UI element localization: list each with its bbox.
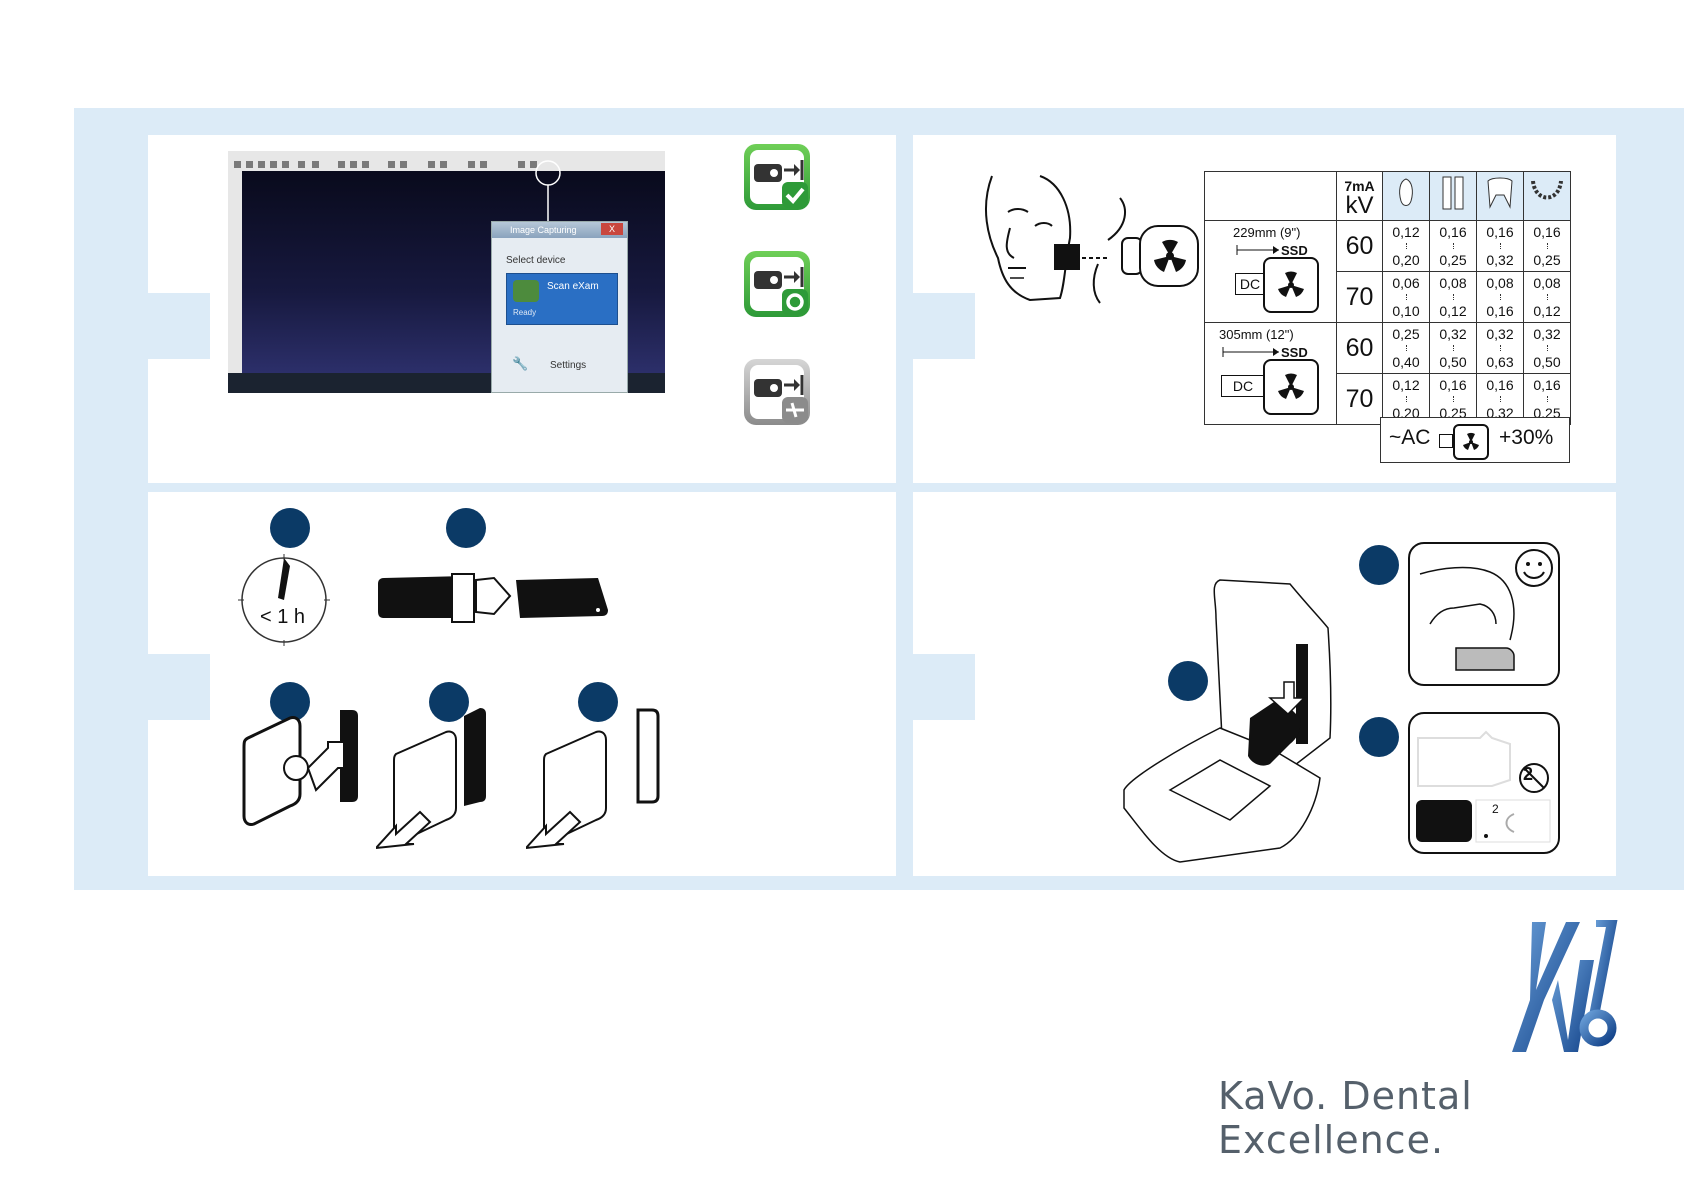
bitewing-icon: [1523, 171, 1571, 221]
panel-tab-3-overlay: [148, 654, 210, 720]
distance-cell-229: 229mm (9") SSD DC: [1204, 220, 1337, 323]
plate-into-cover-illustration: [242, 710, 358, 826]
plate-discard-illustration: [526, 708, 660, 850]
clock-icon: [238, 554, 330, 646]
wrench-icon: 🔧: [512, 356, 529, 371]
current-label: 7mA: [1344, 178, 1375, 194]
scanner-ready-icon: [744, 144, 810, 210]
kavo-logo: [1512, 920, 1618, 1052]
premolar-icon: [1429, 171, 1477, 221]
table-corner: [1204, 171, 1337, 221]
incisor-icon: [1382, 171, 1430, 221]
generator-label: DC: [1221, 375, 1265, 397]
menu-toolbar: [228, 151, 665, 172]
panel-tab-4-overlay: [913, 654, 975, 720]
distance-label: 305mm (12"): [1219, 327, 1294, 342]
software-screenshot: Image Capturing X Select device Scan eXa…: [228, 151, 665, 393]
molar-icon: [1476, 171, 1524, 221]
scanner-disconnected-icon: [744, 359, 810, 425]
image-capturing-dialog: Image Capturing X Select device Scan eXa…: [491, 221, 628, 393]
step-circle: [1359, 717, 1399, 757]
xray-source-icon: [1263, 257, 1319, 313]
ac-adjustment-box: ~AC +30%: [1380, 417, 1570, 463]
step-circle: [1359, 545, 1399, 585]
step-circle: [446, 508, 486, 548]
patient-xray-illustration: [985, 175, 1199, 304]
kv-value: 70: [1336, 373, 1383, 425]
xray-source-icon: [1263, 359, 1319, 415]
step-circle: [270, 682, 310, 722]
ac-generator-square: [1439, 434, 1453, 448]
device-button-scan-exam[interactable]: Scan eXam Ready: [506, 273, 618, 325]
distance-cell-305: 305mm (12") SSD DC: [1204, 322, 1337, 425]
plate-insert-cover-illustration: [378, 573, 608, 623]
dialog-title: Image Capturing: [492, 222, 627, 238]
generator-label: DC: [1235, 273, 1265, 295]
kv-label: kV: [1345, 192, 1374, 219]
step-circle: [270, 508, 310, 548]
panel-tab-2-overlay: [913, 293, 975, 359]
distance-label: 229mm (9"): [1233, 225, 1301, 240]
confirm-illustration: [1408, 542, 1560, 686]
step-circle: [1168, 661, 1208, 701]
ssd-label: SSD: [1281, 345, 1308, 360]
device-name: Scan eXam: [547, 281, 599, 292]
panel-tab-1-overlay: [148, 293, 210, 359]
step-circle: [578, 682, 618, 722]
timer-label: < 1 h: [260, 606, 306, 628]
kv-value: 60: [1336, 322, 1383, 374]
tray-slot-label: 2: [1492, 802, 1499, 816]
kv-header: 7mA kV: [1336, 171, 1383, 221]
kv-value: 60: [1336, 220, 1383, 272]
dialog-close-button[interactable]: X: [601, 223, 623, 235]
scanner-device-illustration: [1123, 579, 1332, 863]
xray-source-icon: [1453, 424, 1489, 460]
scanner-icon: [513, 280, 539, 302]
step-circle: [429, 682, 469, 722]
device-status: Ready: [513, 308, 537, 317]
ac-adjust-value: +30%: [1499, 426, 1554, 449]
tray-illustration: 2 2: [1408, 712, 1560, 854]
ssd-label: SSD: [1281, 243, 1308, 258]
scanner-active-icon: [744, 251, 810, 317]
kv-value: 70: [1336, 271, 1383, 323]
settings-button[interactable]: Settings: [550, 360, 587, 371]
select-device-label: Select device: [506, 255, 566, 266]
tray-number-circle-label: 2: [1523, 764, 1534, 784]
plate-remove-illustration: [376, 708, 486, 850]
brand-tagline: KaVo. Dental Excellence.: [1218, 1074, 1473, 1162]
left-toolbar: [228, 171, 242, 373]
ac-label: ~AC: [1389, 426, 1431, 449]
